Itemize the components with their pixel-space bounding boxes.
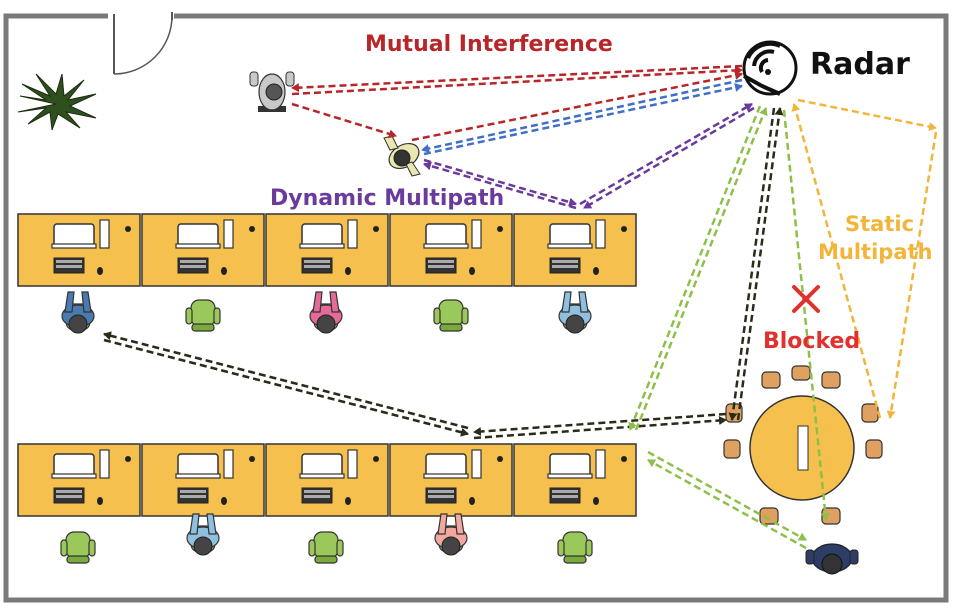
standing-person-top (249, 71, 295, 112)
dynamic-multipath-label: Dynamic Multipath (270, 186, 504, 211)
seat-row-top (61, 291, 592, 334)
blocked-person (805, 543, 859, 575)
walking-person (383, 135, 421, 177)
mutual-interference-label: Mutual Interference (365, 32, 613, 57)
round-table (723, 365, 883, 525)
room-wall (3, 13, 949, 603)
dynamic-multipath-paths (423, 102, 755, 210)
seat-row-bottom (60, 513, 593, 564)
desk-row-top (17, 213, 637, 287)
los-desk-paths (103, 107, 784, 440)
los-walking-paths (421, 78, 743, 156)
mutual-interference-paths (291, 64, 743, 142)
plant-icon (17, 73, 97, 131)
door-icon (108, 12, 174, 75)
desk-row-bottom (17, 443, 637, 517)
blocked-reflection-paths (628, 105, 830, 550)
blocked-label: Blocked (763, 329, 860, 354)
static-multipath-paths (791, 98, 938, 419)
static-multipath-label-line2: Multipath (818, 240, 932, 264)
static-multipath-label-line1: Static (845, 212, 914, 236)
radar-icon (742, 40, 798, 96)
x-mark-icon (792, 285, 820, 313)
radar-label: Radar (810, 47, 910, 82)
